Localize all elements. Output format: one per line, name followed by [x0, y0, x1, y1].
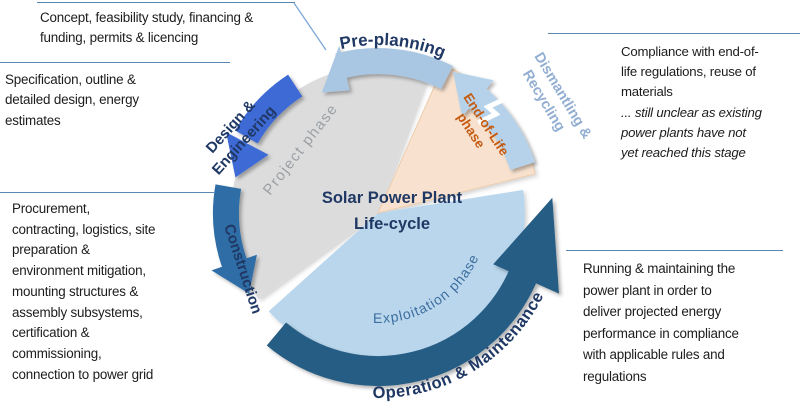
- callout-construction: Procurement, contracting, logistics, sit…: [12, 199, 155, 385]
- callout-rule-construction: [0, 192, 214, 193]
- callout-rule-preplanning: [37, 2, 295, 3]
- callout-line: life regulations, reuse of: [621, 64, 756, 80]
- callout-line: Specification, outline &: [5, 72, 136, 87]
- center-title-line2: Life-cycle: [354, 215, 430, 233]
- callout-connector-line: [293, 2, 327, 51]
- center-title-line1: Solar Power Plant: [322, 189, 463, 207]
- callout-line: Procurement,: [12, 201, 90, 216]
- design-engineering-arrow: [226, 74, 303, 178]
- operation-maintenance-arrow: [266, 197, 559, 387]
- callout-line: power plants have not: [621, 124, 746, 140]
- callout-line: Running & maintaining the: [583, 261, 736, 276]
- callout-line: with applicable rules and: [583, 347, 725, 362]
- callout-line: materials: [621, 84, 673, 100]
- callout-line: detailed design, energy: [5, 92, 139, 108]
- exploitation-sector: [268, 190, 525, 360]
- callout-rule-eol: [548, 33, 800, 34]
- callout-line: mounting structures &: [12, 283, 139, 299]
- callout-line: funding, permits & licencing: [40, 30, 199, 46]
- callout-design: Specification, outline & detailed design…: [5, 70, 139, 131]
- callout-line: performance in compliance: [583, 325, 739, 341]
- callout-line: Concept, feasibility study, financing &: [40, 10, 254, 25]
- construction-arrow: [211, 184, 257, 294]
- callout-rule-design: [0, 62, 230, 63]
- callout-line: regulations: [583, 368, 647, 384]
- callout-operation: Running & maintaining the power plant in…: [583, 258, 739, 387]
- callout-line: estimates: [5, 112, 61, 128]
- preplanning-arrow: [321, 45, 453, 93]
- callout-line: ... still unclear as existing: [621, 104, 762, 120]
- callout-line: Compliance with end-of-: [621, 44, 759, 59]
- callout-eol: Compliance with end-of- life regulations…: [621, 42, 762, 163]
- callout-line: connection to power grid: [12, 366, 154, 382]
- callout-line: assembly subsystems,: [12, 304, 143, 320]
- dismantling-recycling-label: Dismantling & Recycling: [514, 50, 596, 155]
- callout-line: contracting, logistics, site: [12, 221, 156, 237]
- callout-line: commissioning,: [12, 345, 102, 361]
- callout-rule-operation: [566, 250, 783, 251]
- dismantling-arrow-notch: [477, 97, 506, 125]
- callout-preplanning: Concept, feasibility study, financing & …: [40, 8, 253, 49]
- callout-line: yet reached this stage: [621, 145, 746, 161]
- callout-line: preparation &: [12, 242, 90, 258]
- project-phase-sector: [231, 66, 429, 300]
- callout-line: power plant in order to: [583, 282, 712, 298]
- callout-line: environment mitigation,: [12, 263, 146, 279]
- callout-line: deliver projected energy: [583, 304, 722, 319]
- callout-line: certification &: [12, 325, 90, 341]
- dismantling-arrow: [453, 71, 535, 171]
